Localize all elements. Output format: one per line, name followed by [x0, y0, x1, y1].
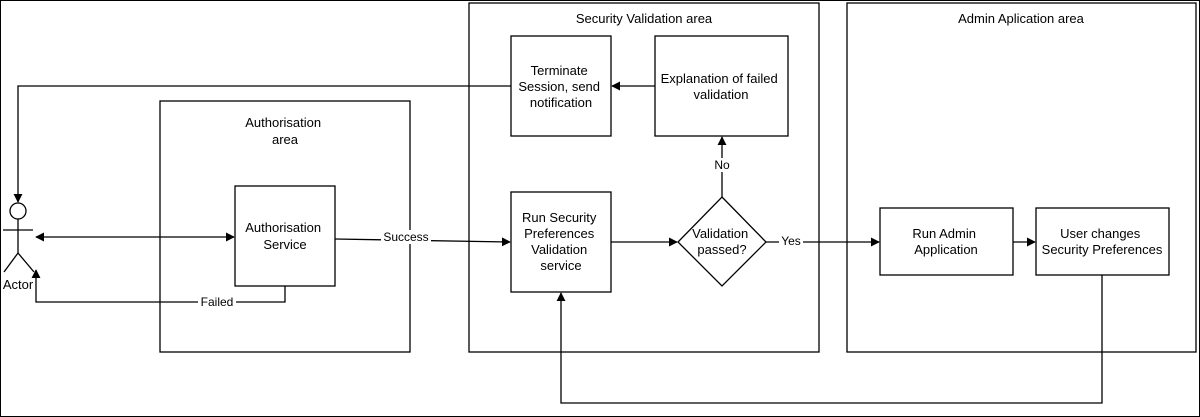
loopback-connector: [556, 275, 1103, 404]
explanation-failed-label: Explanation of failed validation: [661, 71, 782, 102]
actor-label: Actor: [3, 277, 34, 292]
validation-decision-node[interactable]: [677, 196, 767, 287]
yes-edge-label: Yes: [781, 234, 801, 248]
failed-edge-label: Failed: [201, 295, 234, 309]
actor-icon[interactable]: [3, 202, 35, 273]
success-edge-label: Success: [383, 230, 428, 244]
failed-connector: [31, 269, 286, 303]
run-admin-application-label: Run Admin Application: [912, 226, 979, 257]
admin-application-area-title: Admin Aplication area: [958, 11, 1085, 26]
run-security-validation-node[interactable]: [510, 191, 612, 293]
authorisation-service-label: Authorisation Service: [245, 220, 325, 252]
no-edge-label: No: [714, 158, 730, 172]
terminate-actor-connector: [13, 85, 511, 203]
authorisation-area: [159, 100, 411, 353]
authorisation-service-node[interactable]: [234, 185, 336, 287]
user-changes-preferences-node[interactable]: [1035, 207, 1170, 276]
run-admin-application-node[interactable]: [879, 207, 1014, 276]
validation-decision-label: Validation passed?: [692, 226, 752, 257]
security-validation-area-title: Security Validation area: [576, 11, 713, 26]
terminate-session-label: Terminate Session, send notification: [518, 63, 603, 110]
user-changes-preferences-label: User changes Security Preferences: [1042, 226, 1163, 257]
explanation-failed-node[interactable]: [654, 35, 789, 137]
authorisation-area-title: Authorisation area: [245, 115, 325, 147]
admin-application-area: [846, 2, 1197, 353]
run-security-validation-label: Run Security Preferences Validation serv…: [522, 210, 600, 273]
